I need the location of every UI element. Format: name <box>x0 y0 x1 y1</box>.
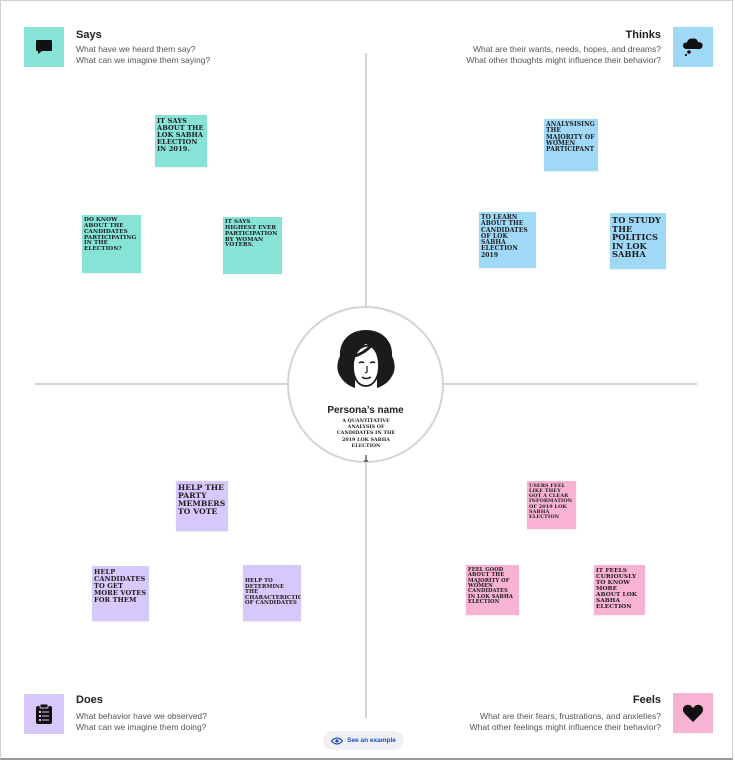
feels-prompt-2: What other feelings might influence thei… <box>469 722 661 732</box>
feels-sticky-note[interactable]: IT FEELS CURIOUSLY TO KNOW MORE ABOUT LO… <box>594 565 645 615</box>
feels-title: Feels <box>632 694 661 706</box>
see-example-button[interactable]: See an example <box>323 731 404 750</box>
persona-description[interactable]: A QUANTITATIVE ANALYSIS OF CANDIDATES IN… <box>336 418 396 449</box>
horizontal-axis-left <box>35 383 287 385</box>
thought-cloud-icon <box>673 27 713 67</box>
vertical-axis-top <box>365 53 367 306</box>
thinks-title: Thinks <box>625 29 661 41</box>
feels-prompt-1: What are their fears, frustrations, and … <box>480 711 661 721</box>
does-sticky-note[interactable]: HELP TO DETERMINE THE CHARACTERICTICS OF… <box>243 565 301 621</box>
thinks-sticky-note[interactable]: ANALYSISING THE MAJORITY OF WOMEN PARTIC… <box>544 119 598 171</box>
thinks-prompt-1: What are their wants, needs, hopes, and … <box>472 44 661 54</box>
does-sticky-note[interactable]: HELP CANDIDATES TO GET MORE VOTES FOR TH… <box>92 566 149 621</box>
persona-avatar-icon <box>331 326 401 396</box>
feels-sticky-note[interactable]: USERS FEEL LIKE THEY GOT A CLEAR INFORMA… <box>527 481 576 529</box>
persona-name[interactable]: Persona’s name <box>327 405 404 416</box>
text-cursor-icon <box>362 449 370 462</box>
does-prompt-1: What behavior have we observed? <box>76 711 207 721</box>
does-title: Does <box>76 694 103 706</box>
thinks-sticky-note[interactable]: TO STUDY THE POLITICS IN LOK SABHA <box>610 213 666 269</box>
clipboard-icon <box>24 694 64 734</box>
says-prompt-2: What can we imagine them saying? <box>76 55 211 65</box>
thinks-sticky-note[interactable]: TO LEARN ABOUT THE CANDIDATES OF LOK SAB… <box>479 212 536 268</box>
does-prompt-2: What can we imagine them doing? <box>76 722 207 732</box>
speech-bubble-icon <box>24 27 64 67</box>
horizontal-axis-right <box>444 383 697 385</box>
thinks-prompt-2: What other thoughts might influence thei… <box>466 55 661 65</box>
heart-icon <box>673 693 713 733</box>
does-sticky-note[interactable]: HELP THE PARTY MEMBERS TO VOTE <box>176 481 228 531</box>
says-title: Says <box>76 29 102 41</box>
says-sticky-note[interactable]: IT SAYS ABOUT THE LOK SABHA ELECTION IN … <box>155 115 207 167</box>
says-prompt-1: What have we heard them say? <box>76 44 196 54</box>
vertical-axis-bottom <box>365 463 367 718</box>
says-sticky-note[interactable]: IT SAYS HIGHEST EVER PARTICIPATION BY WO… <box>223 217 282 274</box>
says-sticky-note[interactable]: DO KNOW ABOUT THE CANDIDATES PARTICIPATI… <box>82 215 141 273</box>
eye-icon <box>331 736 344 745</box>
feels-sticky-note[interactable]: FEEL GOOD ABOUT THE MAJORITY OF WOMEN CA… <box>466 565 519 615</box>
see-example-label: See an example <box>347 737 396 744</box>
